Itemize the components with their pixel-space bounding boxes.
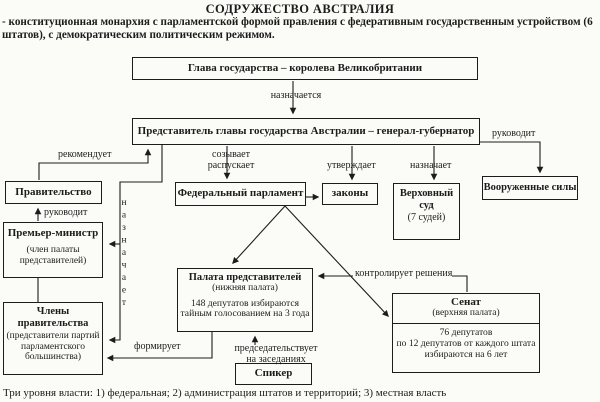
supreme-court-label: Верховный суд bbox=[399, 188, 454, 211]
connector-controls-to-senate bbox=[452, 275, 468, 292]
house-details: 148 депутатов избираются тайным голосова… bbox=[180, 297, 310, 319]
speaker-label: Спикер bbox=[254, 367, 293, 379]
prime-minister-label: Премьер-министр bbox=[7, 227, 99, 239]
prime-minister-note: (член палаты представителей) bbox=[19, 245, 87, 266]
box-government: Правительство bbox=[5, 181, 102, 204]
senate-note: (верхняя палата) bbox=[432, 308, 500, 318]
senate-details: 76 депутатов по 12 депутатов от каждого … bbox=[396, 327, 536, 360]
box-prime-minister: Премьер-министр (член палаты представите… bbox=[3, 222, 103, 278]
connector-parliament-house bbox=[232, 205, 286, 264]
connector-directs-armed-forces bbox=[480, 141, 544, 174]
box-speaker: Спикер bbox=[235, 363, 312, 385]
house-note: (нижняя палата) bbox=[212, 283, 278, 293]
senate-label: Сенат bbox=[451, 296, 481, 308]
connector-forms bbox=[106, 332, 213, 362]
connector-appoints-main bbox=[108, 145, 163, 344]
connector-parliament-senate bbox=[284, 205, 389, 317]
armed-forces-label: Вооруженные силы bbox=[483, 182, 577, 193]
governor-general-label: Представитель главы государства Австрали… bbox=[137, 125, 475, 137]
laws-label: законы bbox=[331, 187, 369, 199]
label-appointed: назначается bbox=[270, 90, 322, 101]
label-appoints-vertical: назначает bbox=[119, 198, 129, 311]
label-recommends: рекомендует bbox=[58, 149, 112, 160]
government-label: Правительство bbox=[15, 186, 92, 198]
federal-parliament-label: Федеральный парламент bbox=[177, 187, 304, 199]
box-armed-forces: Вооруженные силы bbox=[482, 176, 578, 200]
label-chairs: председательствует на заседаниях bbox=[234, 343, 318, 365]
supreme-court-note: (7 судей) bbox=[407, 212, 446, 223]
house-label: Палата представителей bbox=[188, 272, 302, 283]
box-senate: Сенат (верхняя палата) 76 депутатов по 1… bbox=[392, 293, 540, 373]
senate-header: Сенат (верхняя палата) bbox=[393, 294, 539, 324]
box-supreme-court: Верховный суд (7 судей) bbox=[393, 183, 460, 240]
label-forms: формирует bbox=[134, 341, 181, 352]
cabinet-members-note: (представители партий парламентского бол… bbox=[6, 331, 100, 362]
head-of-state-label: Глава государства – королева Великобрита… bbox=[187, 62, 423, 74]
cabinet-members-label: Члены правительства bbox=[17, 306, 89, 329]
box-cabinet-members: Члены правительства (представители парти… bbox=[3, 302, 103, 375]
box-laws: законы bbox=[322, 183, 378, 205]
diagram-subtitle: - конституционная монархия с парламентск… bbox=[2, 16, 593, 41]
label-directs-government: руководит bbox=[44, 207, 88, 218]
label-approves: утверждает bbox=[327, 160, 376, 171]
label-controls-decisions: контролирует решения bbox=[355, 268, 453, 279]
box-head-of-state: Глава государства – королева Великобрита… bbox=[132, 57, 478, 80]
footnote-levels-of-power: Три уровня власти: 1) федеральная; 2) ад… bbox=[3, 387, 447, 399]
box-federal-parliament: Федеральный парламент bbox=[175, 182, 306, 206]
box-governor-general: Представитель главы государства Австрали… bbox=[132, 118, 480, 145]
label-appoints-court: назначает bbox=[410, 160, 452, 171]
label-convenes-dissolves: созывает распускает bbox=[207, 149, 255, 171]
page-title: СОДРУЖЕСТВО АВСТРАЛИЯ bbox=[205, 2, 395, 16]
label-directs-armed-forces: руководит bbox=[492, 128, 536, 139]
box-house-of-representatives: Палата представителей (нижняя палата) 14… bbox=[177, 268, 313, 332]
connector-recommends bbox=[38, 148, 152, 180]
